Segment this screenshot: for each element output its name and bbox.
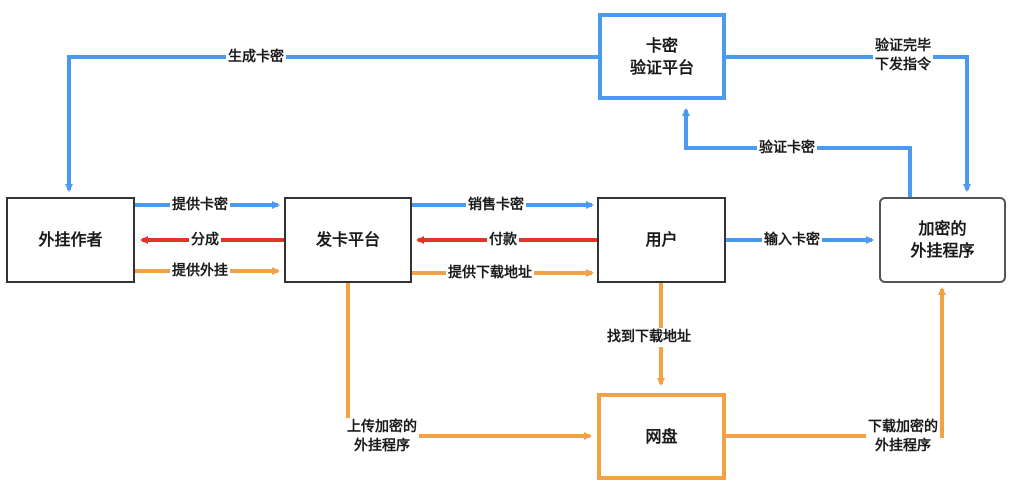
node-encrypted-program-line1: 加密的: [918, 219, 967, 238]
label-find-download: 找到下载地址: [605, 328, 693, 347]
node-netdisk-label: 网盘: [645, 426, 678, 446]
label-upload: 上传加密的 外挂程序: [345, 418, 419, 456]
label-verify-done-line2: 下发指令: [875, 57, 931, 73]
node-encrypted-program: 加密的 外挂程序: [879, 197, 1006, 283]
node-author-label: 外挂作者: [38, 230, 103, 249]
node-author: 外挂作者: [6, 197, 135, 283]
node-verify-platform: 卡密 验证平台: [598, 13, 726, 100]
label-verify-done: 验证完毕 下发指令: [873, 37, 933, 75]
node-card-platform-label: 发卡平台: [315, 230, 380, 249]
label-generate-key: 生成卡密: [226, 48, 286, 67]
node-user: 用户: [597, 197, 726, 283]
node-verify-platform-line1: 卡密: [645, 35, 678, 55]
node-encrypted-program-line2: 外挂程序: [910, 241, 975, 260]
edge-download: [726, 287, 946, 438]
label-sell-key: 销售卡密: [466, 196, 526, 215]
label-upload-line2: 外挂程序: [354, 438, 410, 454]
label-provide-key: 提供卡密: [170, 196, 230, 215]
node-netdisk: 网盘: [597, 393, 726, 480]
label-input-key: 输入卡密: [762, 231, 822, 250]
label-verify-done-line1: 验证完毕: [875, 38, 931, 54]
node-user-label: 用户: [645, 230, 678, 249]
node-verify-platform-line2: 验证平台: [629, 57, 694, 77]
label-download-line1: 下载加密的: [868, 419, 938, 435]
edge-generate-key: [65, 55, 598, 192]
edge-verify-done: [724, 55, 971, 192]
edge-upload: [346, 283, 592, 440]
label-pay: 付款: [487, 231, 519, 250]
label-provide-cheat: 提供外挂: [170, 262, 230, 281]
label-download-line2: 外挂程序: [875, 438, 931, 454]
node-card-platform: 发卡平台: [284, 197, 412, 283]
label-share: 分成: [189, 231, 221, 250]
label-upload-line1: 上传加密的: [347, 419, 417, 435]
label-download: 下载加密的 外挂程序: [866, 418, 940, 456]
label-provide-download: 提供下载地址: [446, 264, 534, 283]
label-verify-key: 验证卡密: [757, 139, 817, 158]
